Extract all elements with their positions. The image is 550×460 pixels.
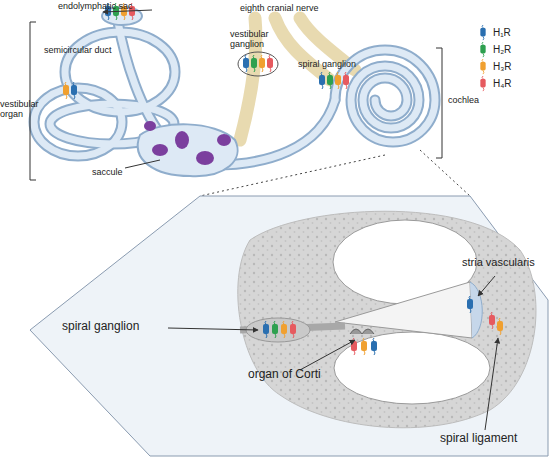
organ-of-corti-shape	[350, 329, 374, 334]
part-label: spiral ganglion	[298, 60, 378, 70]
receptor-swatch	[478, 42, 488, 58]
zoom-panel	[30, 196, 548, 456]
legend-entry: H₃R	[478, 58, 548, 75]
bracket	[30, 22, 36, 180]
crista	[217, 134, 231, 146]
part-label: cochlea	[448, 96, 498, 106]
macula	[196, 151, 214, 165]
leader-line	[125, 160, 160, 168]
receptor-swatch	[478, 59, 488, 75]
legend: H₁R H₂R H₃R H₄R	[478, 24, 548, 92]
ganglion-outline	[238, 52, 278, 76]
receptor-cluster	[489, 312, 503, 335]
macula	[152, 144, 168, 156]
zoom-line	[200, 155, 385, 196]
part-label: spiral ligament	[440, 432, 545, 445]
bracket	[30, 10, 442, 180]
bone	[238, 211, 536, 428]
legend-text: H₁R	[493, 27, 511, 38]
receptor-swatch	[478, 76, 488, 92]
leader-line	[168, 328, 258, 330]
vestibule	[138, 124, 238, 176]
receptor-cluster	[263, 321, 296, 338]
legend-entry: H₄R	[478, 75, 548, 92]
zoom-line	[200, 150, 470, 196]
part-label: endolymphatic sac	[58, 2, 153, 12]
zoom-line	[420, 150, 470, 196]
receptor-cluster	[467, 296, 473, 313]
leader-line	[485, 338, 498, 430]
leader-line	[478, 276, 495, 296]
stria-shape	[470, 282, 482, 338]
part-label: vestibular organ	[0, 100, 30, 120]
sensory-epithelium	[144, 121, 231, 165]
endolymphatic-duct	[118, 22, 165, 140]
bracket	[436, 48, 442, 158]
part-label: organ of Corti	[248, 368, 348, 381]
part-label: saccule	[92, 168, 142, 178]
part-label: vestibular ganglion	[230, 30, 286, 50]
part-label: spiral ganglion	[62, 320, 172, 333]
part-label: eighth cranial nerve	[240, 4, 350, 14]
part-label: stria vascularis	[462, 256, 548, 268]
legend-text: H₂R	[493, 44, 511, 55]
receptor-cluster	[63, 82, 77, 99]
legend-text: H₃R	[493, 61, 512, 72]
legend-entry: H₁R	[478, 24, 548, 41]
part-label: semicircular duct	[44, 46, 134, 56]
scala-tympani	[334, 332, 490, 404]
leader-line	[168, 276, 498, 430]
receptor-swatch	[478, 25, 488, 41]
legend-text: H₄R	[493, 78, 512, 89]
receptor-cluster	[319, 72, 349, 89]
scala-media	[335, 282, 472, 338]
macula	[175, 131, 189, 149]
leader-line	[300, 340, 355, 370]
crista	[144, 121, 156, 131]
receptor-cluster	[243, 55, 273, 72]
legend-entry: H₂R	[478, 41, 548, 58]
